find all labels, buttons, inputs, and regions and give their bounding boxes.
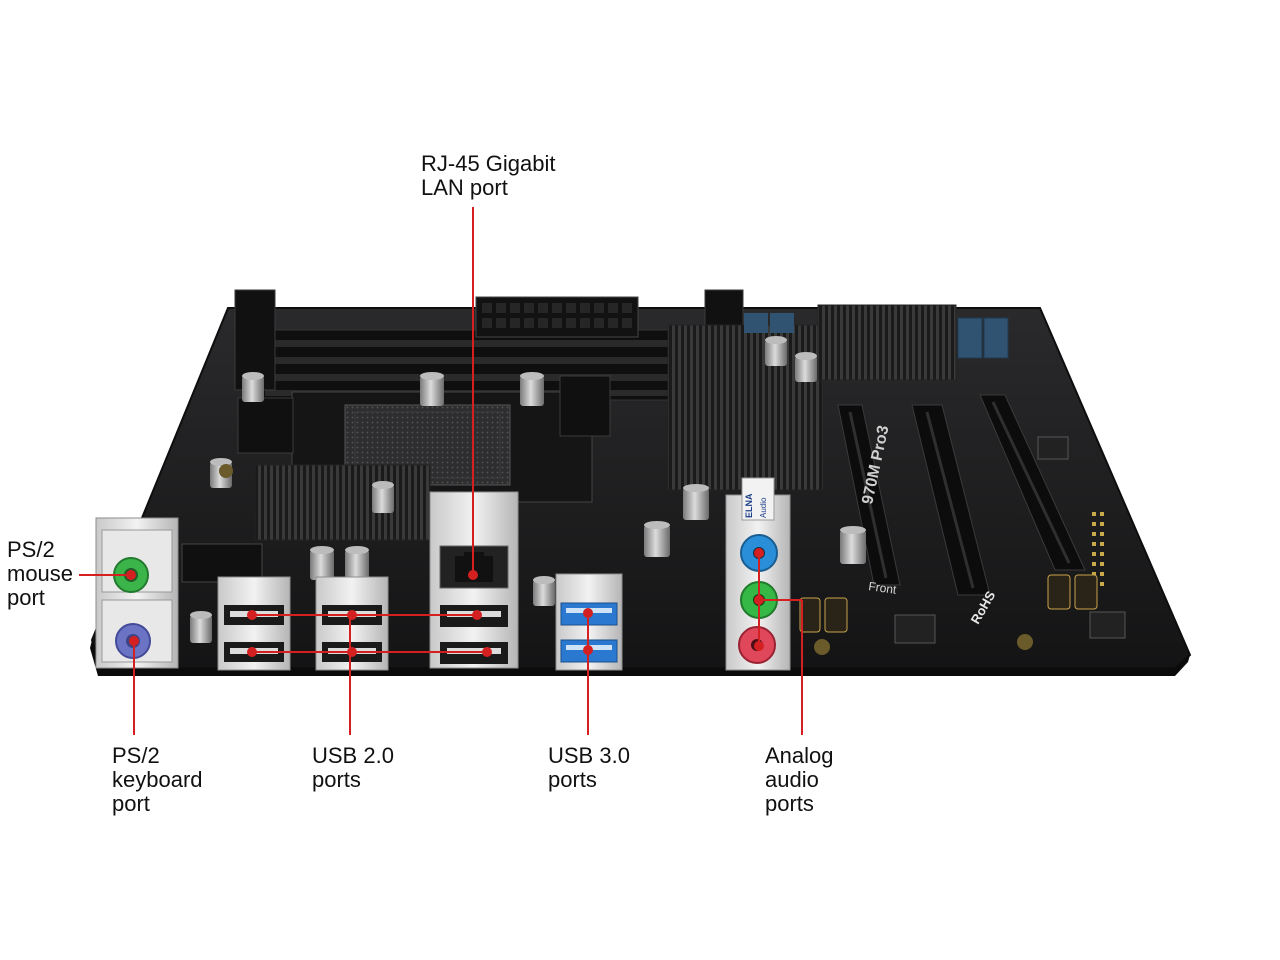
leader-lines: [79, 207, 803, 735]
sata-port: [983, 317, 1009, 359]
ic-chip: [894, 614, 936, 644]
mount-hole: [814, 639, 830, 655]
usb2-ports-label: USB 2.0 ports: [312, 743, 394, 792]
chipset-heatsink: [667, 324, 824, 491]
vrm-heatsink: [254, 464, 431, 541]
pcie-slots: [837, 394, 1086, 596]
sata-port: [770, 313, 794, 333]
audio-port-block: ELNA Audio: [725, 477, 791, 671]
ic-chip: [1037, 436, 1069, 460]
ic-chip: [1089, 611, 1126, 639]
mount-hole: [219, 464, 233, 478]
mount-hole: [1017, 634, 1033, 650]
sata-port: [744, 313, 768, 333]
ps2-keyboard-port-label: PS/2 keyboard port: [112, 743, 203, 816]
elna-text: ELNA: [744, 493, 754, 518]
cpu-power-connector: [181, 543, 263, 583]
elna-audio-text: Audio: [759, 497, 768, 518]
ps2-mouse-port-label: PS/2 mouse port: [7, 537, 74, 610]
southbridge-heatsink: [817, 304, 957, 381]
sata-port: [957, 317, 983, 359]
audio-ports-label: Analog audio ports: [765, 743, 834, 816]
front-text: Front: [868, 579, 898, 597]
capacitors: [190, 336, 866, 643]
usb3-ports-label: USB 3.0 ports: [548, 743, 630, 792]
ps2-port-block: [95, 517, 179, 669]
pcb-edge: [90, 640, 1190, 676]
audio-capacitors: [799, 574, 1098, 633]
lan-port-label: RJ-45 Gigabit LAN port: [421, 151, 556, 200]
